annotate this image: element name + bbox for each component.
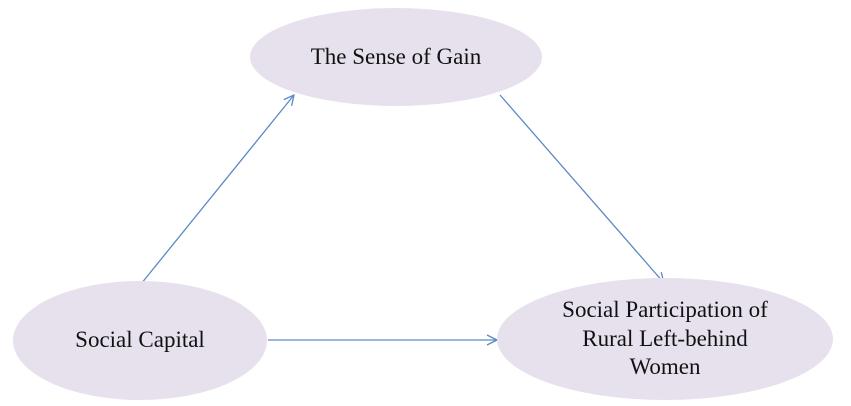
node-social-participation: Social Participation of Rural Left-behin…: [497, 278, 833, 400]
node-social-participation-label: Social Participation of Rural Left-behin…: [562, 296, 768, 380]
edge-gain-to-participation: [499, 94, 664, 283]
edge-capital-to-gain: [140, 95, 294, 285]
node-social-capital: Social Capital: [13, 281, 267, 400]
node-social-capital-label: Social Capital: [75, 327, 205, 353]
node-sense-of-gain: The Sense of Gain: [250, 8, 542, 106]
node-sense-of-gain-label: The Sense of Gain: [310, 43, 482, 69]
